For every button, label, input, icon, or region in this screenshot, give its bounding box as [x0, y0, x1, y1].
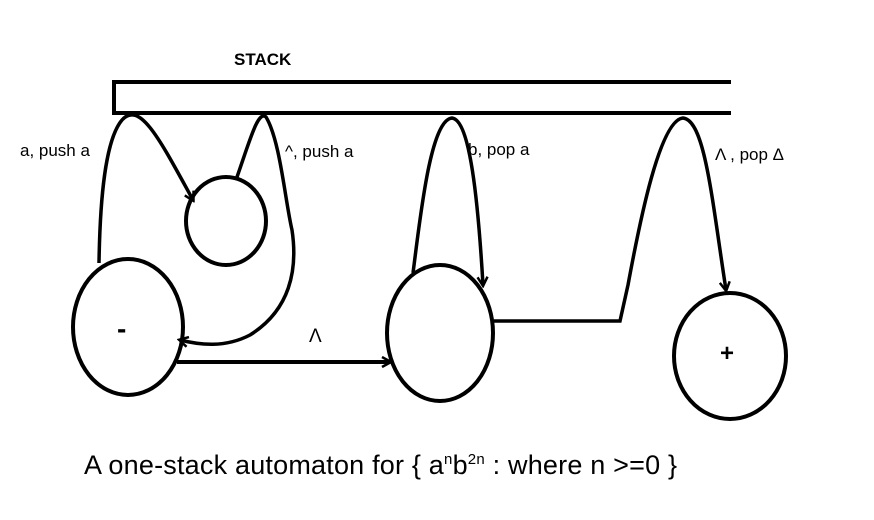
- edge-label-lambda: Λ: [309, 326, 322, 347]
- edge-caret-push-a: [180, 114, 296, 344]
- caption-sup-2n: 2n: [467, 451, 485, 468]
- state-push[interactable]: [184, 175, 268, 267]
- state-pop[interactable]: [385, 263, 495, 403]
- caption-prefix: A one-stack automaton for { a: [84, 450, 445, 480]
- edge-label-a-push-a: a, push a: [20, 141, 90, 160]
- edge-label-caret-push-a: ^, push a: [285, 142, 354, 161]
- caption: A one-stack automaton for { anb2n : wher…: [84, 450, 677, 481]
- edge-a-push-a: [97, 113, 193, 264]
- edge-lambda-pop-delta: [494, 116, 726, 323]
- edge-label-lambda-pop-delta: Λ , pop Δ: [715, 145, 785, 164]
- state-accept-symbol: +: [720, 340, 735, 367]
- state-start[interactable]: [71, 257, 185, 397]
- edge-b-pop-a: [411, 116, 483, 285]
- state-start-symbol: -: [117, 313, 127, 344]
- caption-sup-n: n: [444, 451, 453, 468]
- stack: [112, 80, 731, 115]
- caption-suffix: : where n >=0 }: [484, 450, 678, 480]
- edge-label-b-pop-a: b, pop a: [468, 140, 530, 159]
- stack-label: STACK: [234, 50, 292, 69]
- caption-mid: b: [452, 450, 468, 480]
